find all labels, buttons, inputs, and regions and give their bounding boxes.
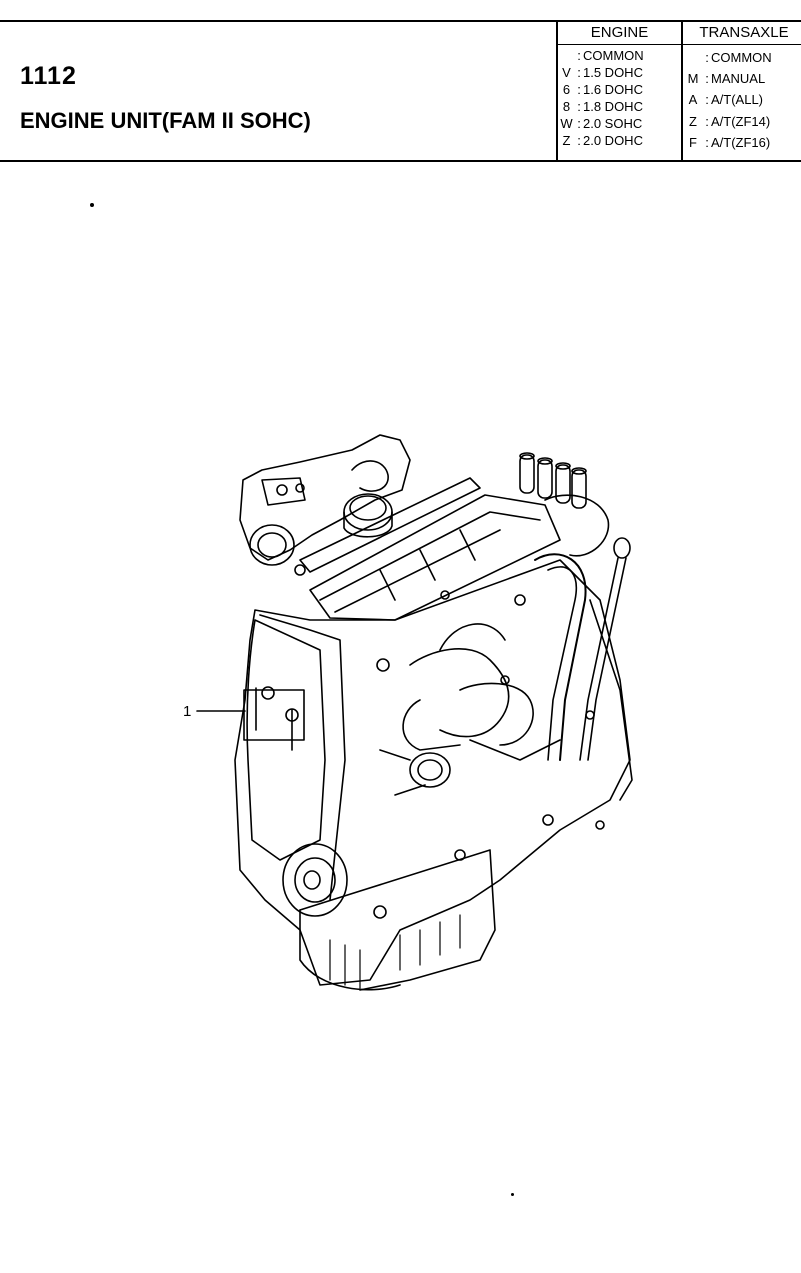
legend-row: A:A/T(ALL) bbox=[688, 92, 764, 107]
legend-row: V:1.5 DOHC bbox=[562, 65, 643, 80]
dipstick bbox=[579, 537, 631, 761]
legend-row: M:MANUAL bbox=[687, 71, 766, 86]
speck-mark bbox=[90, 203, 94, 207]
code-legend: ENGINE :COMMON V:1.5 DOHC 6:1.6 DOHC 8:1… bbox=[556, 22, 801, 160]
legend-row: F:A/T(ZF16) bbox=[689, 135, 771, 150]
catalog-header: 1112 ENGINE UNIT(FAM II SOHC) ENGINE :CO… bbox=[0, 20, 801, 162]
transaxle-heading: TRANSAXLE bbox=[683, 22, 801, 45]
legend-row: :COMMON bbox=[577, 48, 644, 63]
crank-pulley bbox=[282, 843, 348, 917]
filler-pipes bbox=[519, 452, 610, 557]
bolts bbox=[373, 590, 605, 919]
legend-row: Z:A/T(ZF14) bbox=[689, 114, 771, 129]
legend-row: 6:1.6 DOHC bbox=[562, 82, 643, 97]
engine-heading: ENGINE bbox=[558, 22, 681, 45]
part-title: ENGINE UNIT(FAM II SOHC) bbox=[20, 108, 311, 133]
engine-legend: ENGINE :COMMON V:1.5 DOHC 6:1.6 DOHC 8:1… bbox=[558, 22, 681, 160]
legend-row: :COMMON bbox=[705, 50, 772, 65]
coolant-hose bbox=[534, 553, 587, 761]
engine-block bbox=[234, 559, 633, 991]
fuel-rail bbox=[299, 477, 481, 573]
part-number: 1112 bbox=[20, 62, 77, 90]
legend-row: Z:2.0 DOHC bbox=[562, 133, 643, 148]
transaxle-legend: TRANSAXLE :COMMON M:MANUAL A:A/T(ALL) Z:… bbox=[681, 22, 801, 160]
timing-cover bbox=[243, 619, 326, 861]
exhaust-manifold bbox=[402, 623, 561, 761]
speck-mark bbox=[511, 1193, 514, 1196]
throttle-body bbox=[239, 434, 411, 576]
legend-row: 8:1.8 DOHC bbox=[562, 99, 643, 114]
egr-valve bbox=[343, 493, 393, 538]
legend-row: W:2.0 SOHC bbox=[560, 116, 643, 131]
oil-pan bbox=[329, 914, 461, 989]
callout-number: 1 bbox=[183, 703, 192, 720]
valve-cover bbox=[309, 494, 561, 621]
water-outlet bbox=[379, 749, 451, 796]
